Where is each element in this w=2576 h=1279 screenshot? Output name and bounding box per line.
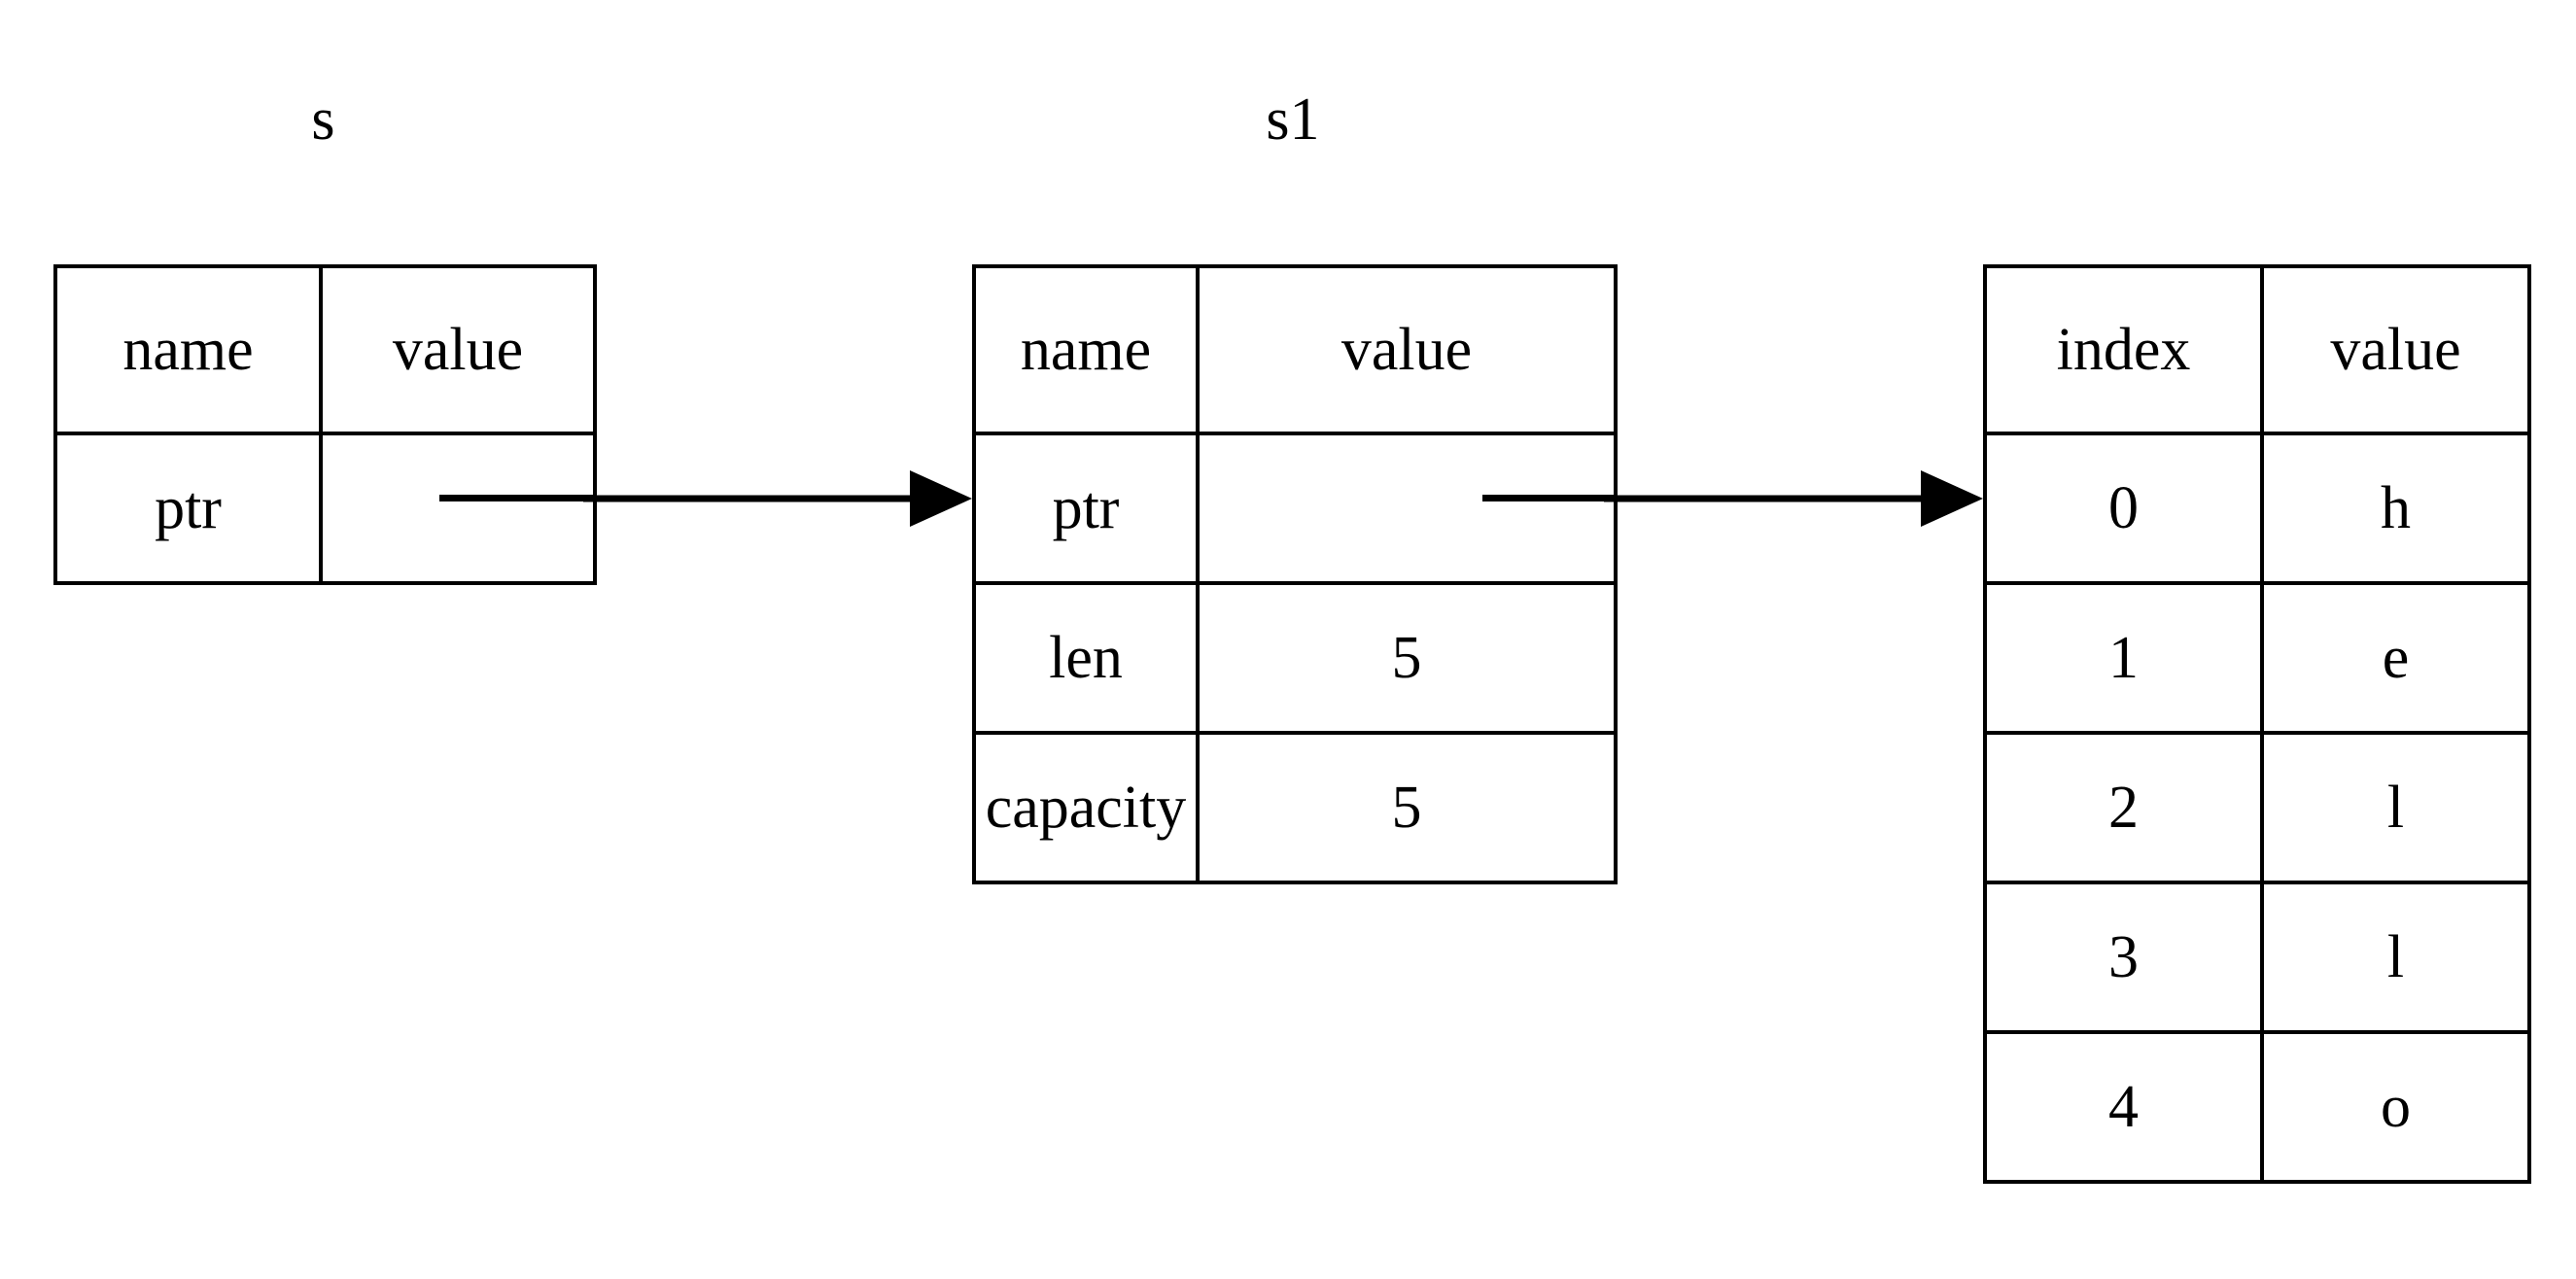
arrow-shaft	[583, 495, 910, 502]
column-header-name: name	[53, 264, 323, 435]
column-header-value: value	[2260, 264, 2531, 435]
cell-field-name: ptr	[972, 432, 1200, 585]
column-header-index: index	[1983, 264, 2264, 435]
cell-index: 4	[1983, 1030, 2264, 1184]
column-header-name: name	[972, 264, 1200, 435]
arrow-s1-to-buffer	[1604, 470, 1993, 527]
table-row: ptr	[53, 432, 597, 585]
table-row: 2 l	[1983, 731, 2531, 884]
cell-index: 3	[1983, 881, 2264, 1034]
pointer-stub-s1-ptr	[1482, 495, 1616, 501]
struct-table-buffer: index value 0 h 1 e 2 l 3 l 4 o	[1983, 264, 2531, 1184]
cell-value: l	[2260, 881, 2531, 1034]
column-header-value: value	[1196, 264, 1618, 435]
cell-index: 1	[1983, 581, 2264, 735]
table-header-row: index value	[1983, 264, 2531, 435]
cell-field-value: 5	[1196, 581, 1618, 735]
cell-value: e	[2260, 581, 2531, 735]
cell-field-name: ptr	[53, 432, 323, 585]
cell-field-value-pointer	[319, 432, 597, 585]
table-title-s1: s1	[1266, 86, 1320, 153]
cell-index: 0	[1983, 432, 2264, 585]
cell-index: 2	[1983, 731, 2264, 884]
table-row: 1 e	[1983, 581, 2531, 735]
table-row: 4 o	[1983, 1030, 2531, 1184]
arrow-head	[910, 470, 972, 527]
pointer-stub-s-ptr	[439, 495, 595, 501]
table-header-row: name value	[53, 264, 597, 435]
cell-value: o	[2260, 1030, 2531, 1184]
table-row: 3 l	[1983, 881, 2531, 1034]
column-header-value: value	[319, 264, 597, 435]
table-header-row: name value	[972, 264, 1618, 435]
struct-table-s: name value ptr	[53, 264, 597, 585]
cell-field-name: capacity	[972, 731, 1200, 884]
cell-field-name: len	[972, 581, 1200, 735]
cell-value: l	[2260, 731, 2531, 884]
table-row: len 5	[972, 581, 1618, 735]
cell-field-value: 5	[1196, 731, 1618, 884]
arrow-s-to-s1	[583, 470, 972, 527]
cell-field-value-pointer	[1196, 432, 1618, 585]
struct-table-s1: name value ptr len 5 capacity 5	[972, 264, 1618, 884]
table-title-s: s	[311, 86, 335, 153]
arrow-head	[1921, 470, 1983, 527]
table-row: ptr	[972, 432, 1618, 585]
arrow-shaft	[1604, 495, 1921, 502]
table-row: 0 h	[1983, 432, 2531, 585]
cell-value: h	[2260, 432, 2531, 585]
table-row: capacity 5	[972, 731, 1618, 884]
